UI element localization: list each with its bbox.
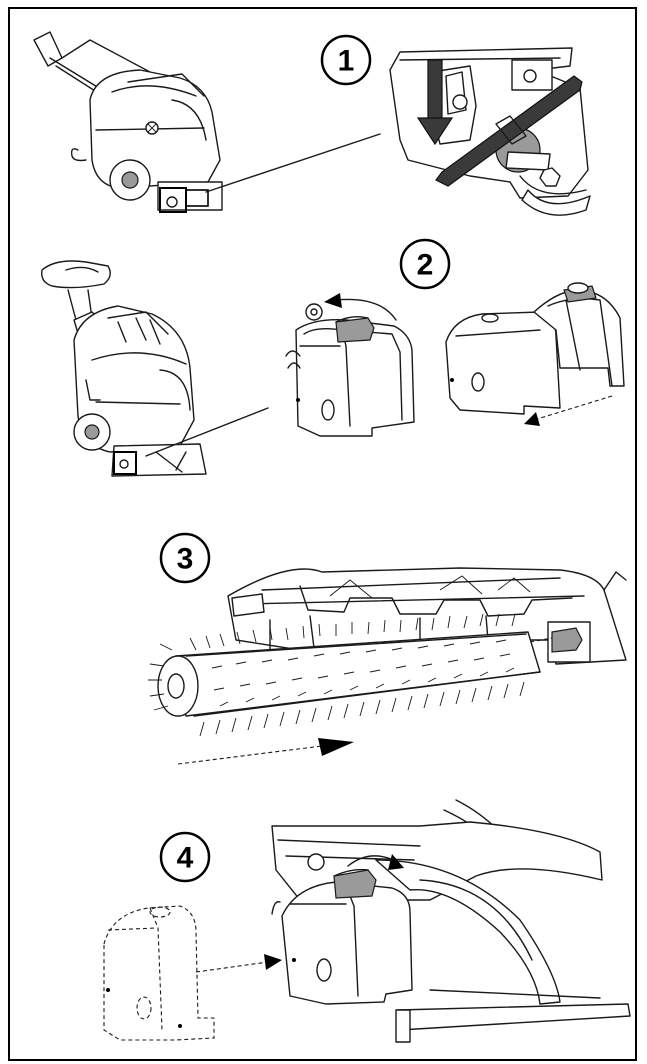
step-1-number: 1 bbox=[338, 45, 355, 78]
step-2-number: 2 bbox=[417, 249, 434, 282]
step-2: 2 bbox=[42, 240, 624, 476]
step-2-number-badge: 2 bbox=[401, 240, 449, 288]
step-3-number: 3 bbox=[177, 543, 194, 576]
step-4: 4 bbox=[104, 800, 630, 1042]
step-3: 3 bbox=[148, 534, 626, 764]
reinstall-detail bbox=[272, 800, 630, 1042]
direction-arrow-icon bbox=[196, 954, 282, 972]
step-3-number-badge: 3 bbox=[161, 534, 209, 582]
step-4-number-badge: 4 bbox=[161, 833, 209, 881]
machine-illustration-1 bbox=[34, 32, 222, 212]
detail-view-2a bbox=[286, 293, 414, 436]
machine-illustration-2 bbox=[42, 261, 206, 476]
detail-view-2b bbox=[446, 283, 624, 426]
leader-line-1 bbox=[206, 134, 380, 192]
brush-roller-detail bbox=[148, 568, 626, 736]
step-4-number: 4 bbox=[177, 842, 194, 875]
step-1: 1 bbox=[34, 32, 590, 215]
step-1-number-badge: 1 bbox=[322, 36, 370, 84]
brush-cover-outline bbox=[104, 906, 214, 1040]
detail-view-1 bbox=[390, 48, 590, 215]
rotate-arrow-icon bbox=[324, 293, 396, 320]
direction-arrow-icon bbox=[178, 738, 354, 764]
